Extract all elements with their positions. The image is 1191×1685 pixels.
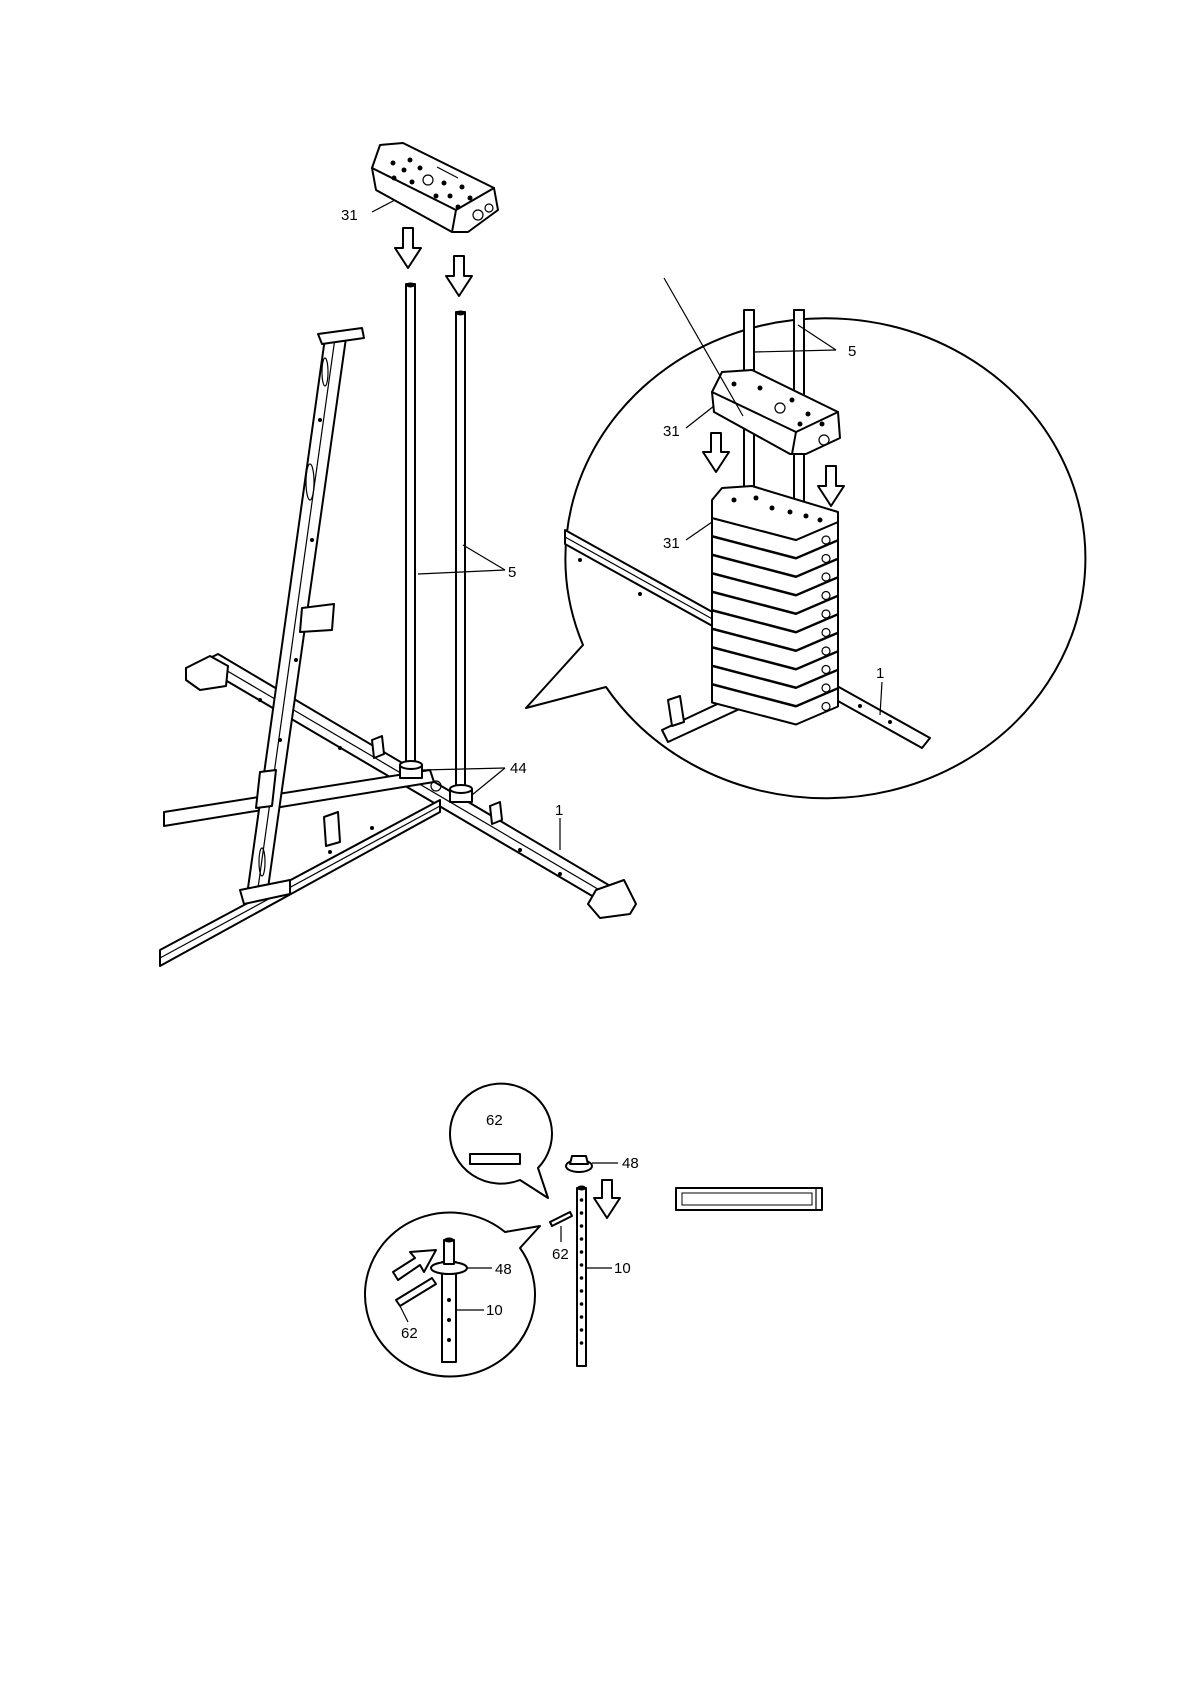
detail-label-31-stack: 31: [663, 535, 680, 552]
pin-hole: [580, 1302, 584, 1306]
plate-hole: [804, 514, 809, 519]
detail-label-1: 1: [876, 665, 884, 682]
top-plate-31: [372, 143, 498, 232]
weight-stack: [712, 486, 838, 725]
pin-hole: [580, 1341, 584, 1345]
down-arrow-icon: [395, 228, 421, 268]
detail-label-5: 5: [848, 343, 856, 360]
label-1: 1: [555, 802, 563, 819]
down-arrow-icon: [703, 433, 729, 472]
pin-hole: [580, 1315, 584, 1319]
pin-hole: [580, 1237, 584, 1241]
plate-hole: [754, 496, 759, 501]
pin-inset-callout: [450, 1084, 552, 1198]
label-10: 10: [614, 1260, 631, 1277]
pin-62-actual-size: [676, 1188, 822, 1210]
pin-62-inset: [470, 1154, 520, 1164]
pin-hole: [580, 1250, 584, 1254]
inset-label-62: 62: [486, 1112, 503, 1129]
detail-magnified-view: 5 31 31 1: [526, 278, 1085, 798]
plate-hole: [818, 518, 823, 523]
insert-arrow-icon: [393, 1250, 436, 1280]
down-arrow-icon: [818, 466, 844, 506]
upright-post: [240, 328, 364, 904]
pin-hole: [580, 1276, 584, 1280]
down-arrow-icon: [594, 1180, 620, 1218]
pin-hole: [580, 1224, 584, 1228]
pin-hole: [580, 1328, 584, 1332]
label-44: 44: [510, 760, 527, 777]
circle-label-10: 10: [486, 1302, 503, 1319]
selector-pin-assembly: 62 48 10 62 48 10 62: [365, 1084, 822, 1377]
pin-hole: [580, 1198, 584, 1202]
down-arrow-icon: [446, 256, 472, 296]
label-48: 48: [622, 1155, 639, 1172]
label-62: 62: [552, 1246, 569, 1263]
label-5: 5: [508, 564, 516, 581]
pin-hole: [580, 1289, 584, 1293]
circle-label-62: 62: [401, 1325, 418, 1342]
pin-hole: [580, 1211, 584, 1215]
plate-hole: [770, 506, 775, 511]
detail-label-31-top: 31: [663, 423, 680, 440]
label-31: 31: [341, 207, 358, 224]
base-frame-1: [160, 654, 636, 966]
circle-label-48: 48: [495, 1261, 512, 1278]
plate-hole: [788, 510, 793, 515]
plate-hole: [732, 498, 737, 503]
guide-rods-5: [406, 283, 465, 789]
pin-hole: [580, 1263, 584, 1267]
